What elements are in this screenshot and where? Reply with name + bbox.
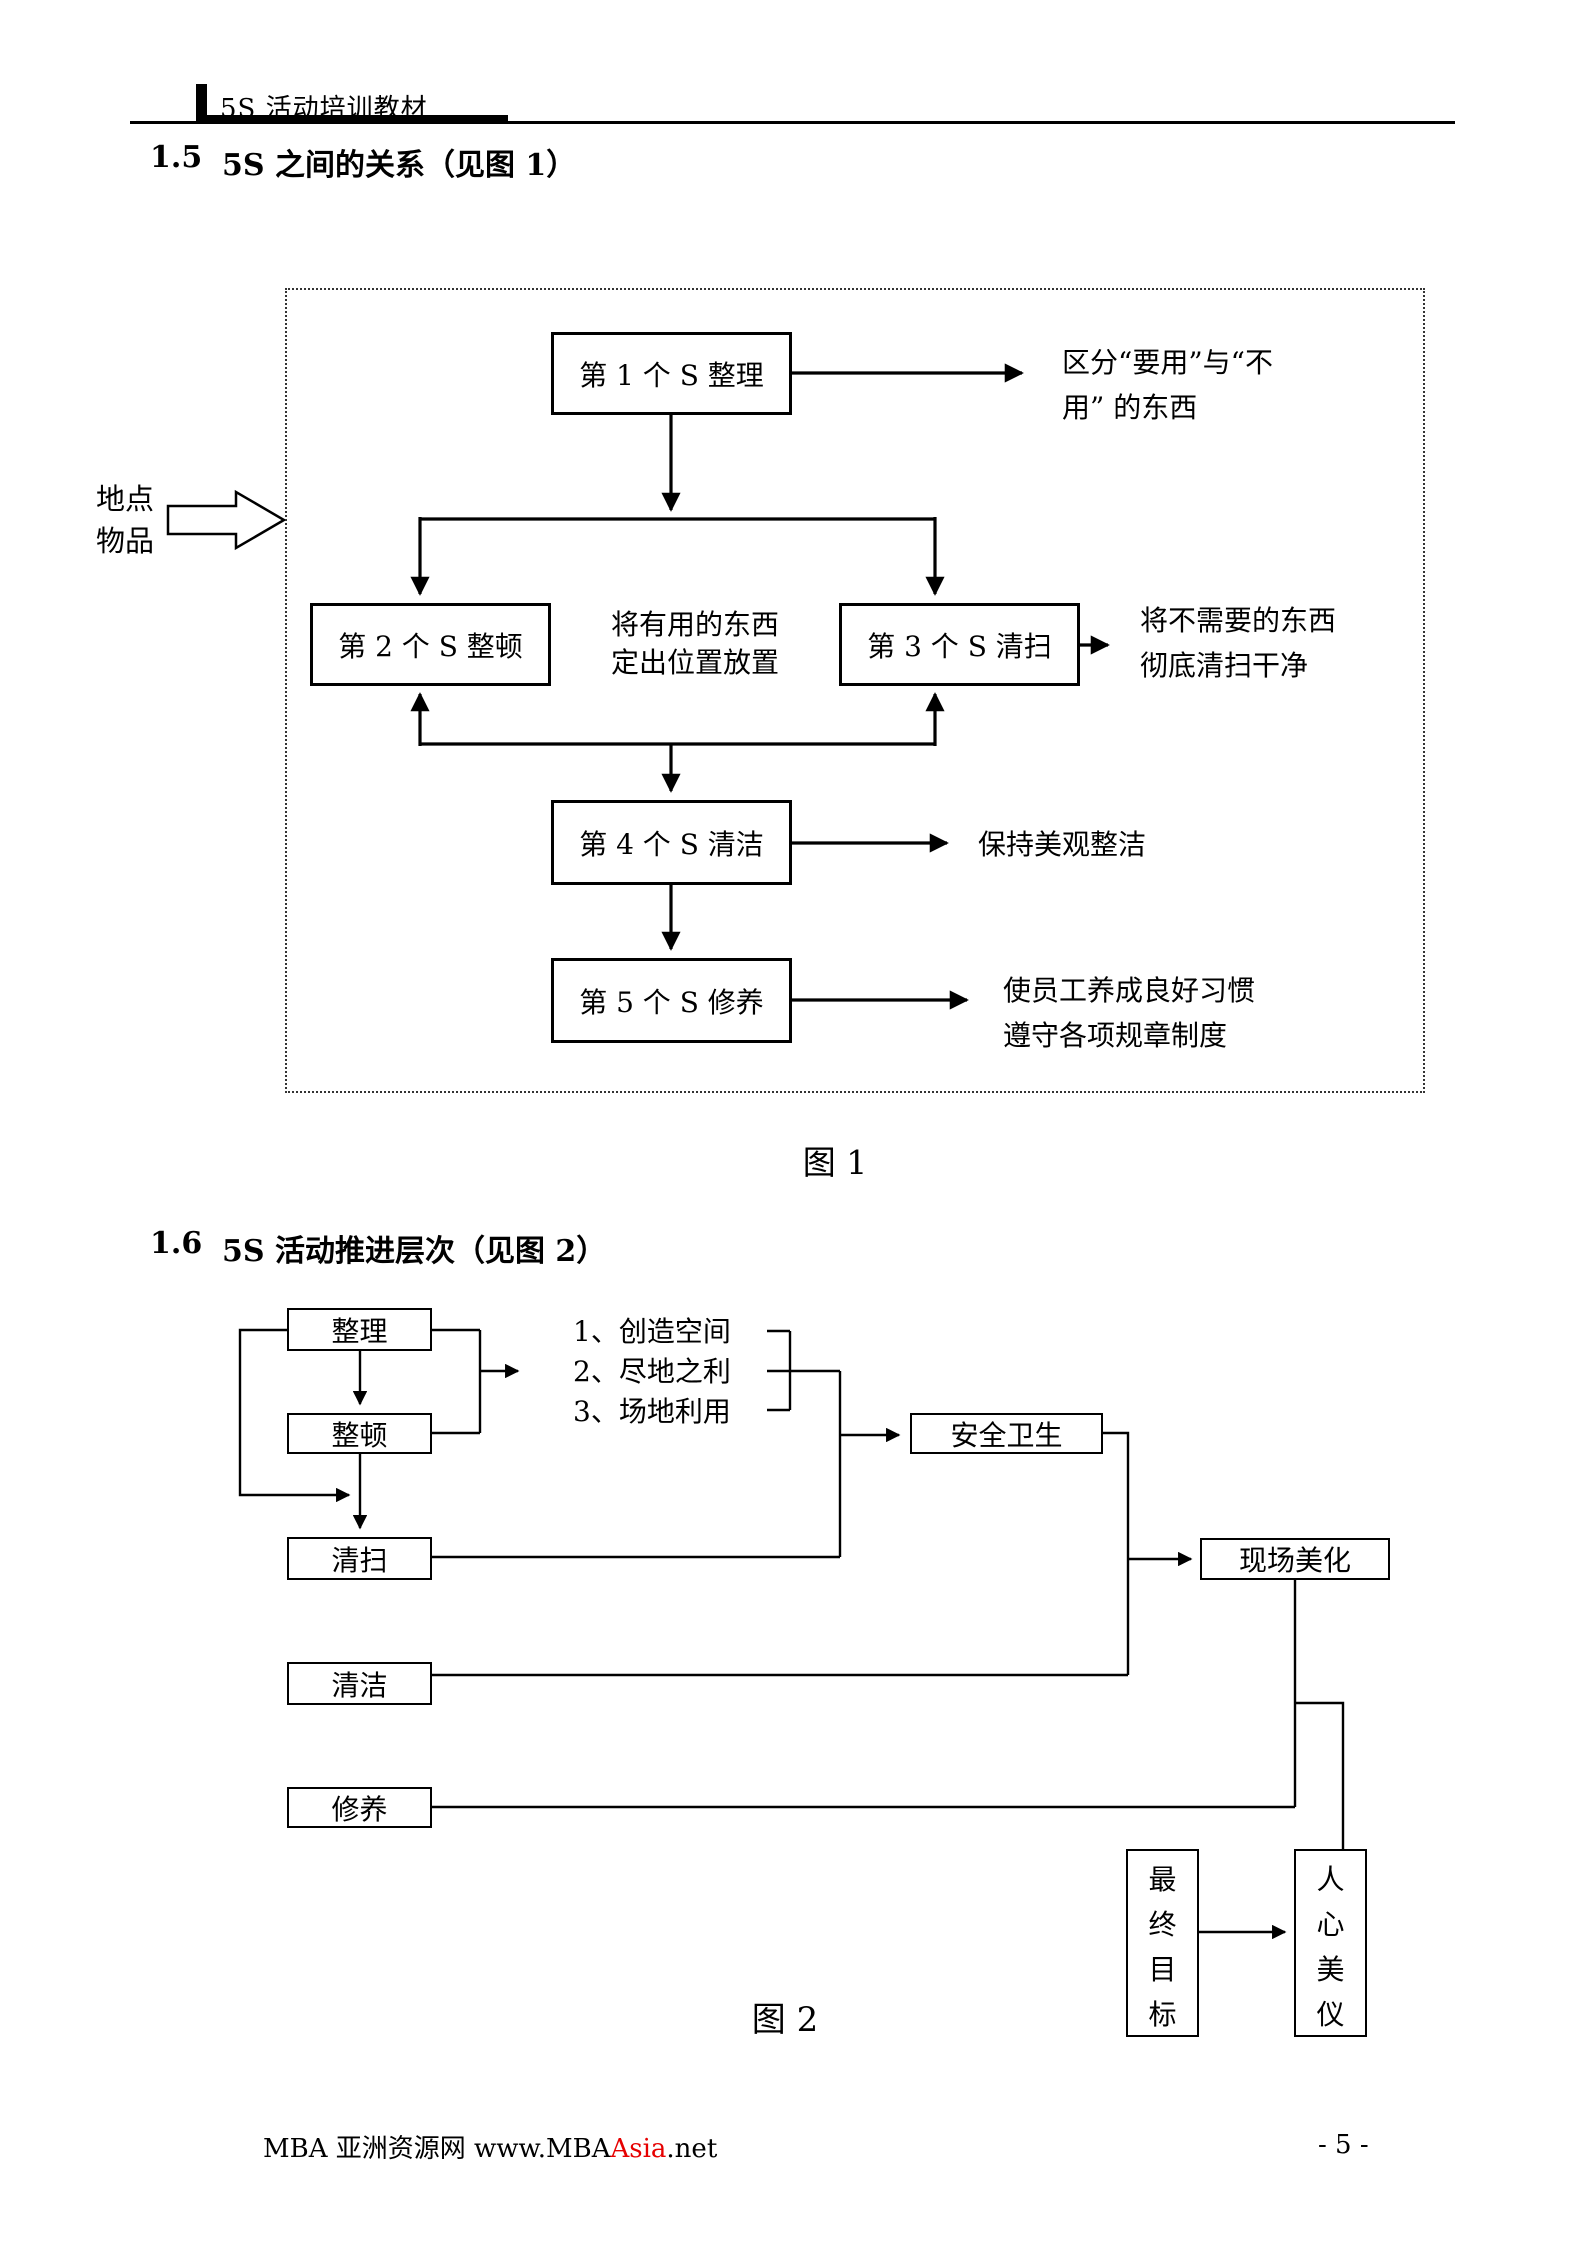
figure2-box-seiso-label: 清扫 (331, 1543, 388, 1577)
figure1-box-s2: 第 2 个 S 整顿 (310, 603, 551, 686)
figure1-middle-note: 将有用的东西 定出位置放置 (585, 606, 805, 682)
figure2-box-shitsuke: 修养 (287, 1787, 432, 1828)
hollow-input-arrow-icon (166, 489, 287, 551)
figure1-dotted-border (285, 288, 1425, 1093)
figure2-box-safety: 安全卫生 (910, 1413, 1103, 1454)
figure1-note-s3-line2: 彻底清扫干净 (1140, 649, 1309, 682)
figure2-box-seiketsu-label: 清洁 (331, 1668, 388, 1702)
figure2-box-beautify-label: 现场美化 (1238, 1544, 1351, 1577)
header-accent-bar (196, 84, 207, 124)
figure1-note-s5-line2: 遵守各项规章制度 (1003, 1019, 1228, 1052)
figure2-box-heart: 人心美仪 (1294, 1849, 1367, 2037)
figure2-box-seiton: 整顿 (287, 1413, 432, 1454)
figure1-side-label: 地点 物品 (96, 478, 154, 562)
section-number: 1.5 (150, 140, 203, 175)
figure2-box-seiso: 清扫 (287, 1537, 432, 1580)
figure1-box-s4: 第 4 个 S 清洁 (551, 800, 792, 885)
section-title: 5S 之间的关系（见图 1） (222, 148, 577, 183)
figure2-box-seiketsu: 清洁 (287, 1662, 432, 1705)
figure2-box-beautify: 现场美化 (1200, 1538, 1390, 1580)
header-underline (196, 115, 508, 124)
footer-brand-text: MBA 亚洲资源网 www.MBA (263, 2134, 611, 2164)
figure2-box-safety-label: 安全卫生 (950, 1418, 1063, 1452)
figure2-box-seiri-label: 整理 (331, 1314, 388, 1348)
figure1-box-s3: 第 3 个 S 清扫 (839, 603, 1080, 686)
figure1-note-s1: 区分“要用”与“不 用” 的东西 (1062, 340, 1273, 430)
header-title: 5S 活动培训教材 (220, 94, 428, 124)
figure1-note-s1-line1: 区分“要用”与“不 (1062, 346, 1273, 379)
figure1-note-s1-line2: 用” 的东西 (1062, 391, 1198, 424)
figure2-benefit-item-2: 2、尽地之利 (573, 1355, 731, 1388)
figure2-box-shitsuke-label: 修养 (331, 1792, 388, 1826)
figure1-caption: 图 1 (802, 1143, 868, 1182)
figure2-box-seiri: 整理 (287, 1308, 432, 1351)
figure2-benefit-list: 1、创造空间 2、尽地之利 3、场地利用 (573, 1312, 731, 1432)
footer-brand-tld: .net (666, 2134, 718, 2164)
footer-brand-highlight: Asia (610, 2134, 667, 2164)
section-number: 1.6 (150, 1226, 203, 1261)
figure1-note-s4: 保持美观整洁 (978, 828, 1147, 861)
figure1-box-s1: 第 1 个 S 整理 (551, 332, 792, 415)
section-heading-1-6: 1.6 5S 活动推进层次（见图 2） (150, 1226, 606, 1270)
figure1-note-s3-line1: 将不需要的东西 (1140, 604, 1337, 637)
figure1-box-s2-label: 第 2 个 S 整顿 (338, 629, 523, 663)
section-heading-1-5: 1.5 5S 之间的关系（见图 1） (150, 140, 576, 184)
figure2-benefit-item-1: 1、创造空间 (573, 1315, 731, 1348)
figure2-box-seiton-label: 整顿 (331, 1418, 388, 1452)
section-title: 5S 活动推进层次（见图 2） (222, 1234, 607, 1269)
figure2-benefit-item-3: 3、场地利用 (573, 1395, 731, 1428)
figure1-note-s3: 将不需要的东西 彻底清扫干净 (1140, 598, 1336, 688)
figure1-note-s5-line1: 使员工养成良好习惯 (1003, 974, 1256, 1007)
figure1-box-s3-label: 第 3 个 S 清扫 (867, 629, 1052, 663)
figure1-box-s4-label: 第 4 个 S 清洁 (579, 827, 764, 861)
figure1-box-s5: 第 5 个 S 修养 (551, 958, 792, 1043)
figure1-box-s1-label: 第 1 个 S 整理 (579, 358, 764, 392)
figure2-box-final-goal: 最终目标 (1126, 1849, 1199, 2037)
figure1-note-s5: 使员工养成良好习惯 遵守各项规章制度 (1003, 968, 1255, 1058)
header-rule (130, 121, 1455, 124)
figure2-box-heart-label: 人心美仪 (1316, 1863, 1345, 2031)
figure1-box-s5-label: 第 5 个 S 修养 (579, 985, 764, 1019)
figure2-caption: 图 2 (751, 2000, 819, 2040)
footer-page-number: - 5 - (1318, 2130, 1369, 2160)
figure1-side-label-line2: 物品 (96, 524, 155, 558)
figure1-side-label-line1: 地点 (96, 482, 155, 516)
figure1-middle-note-line2: 定出位置放置 (610, 646, 779, 679)
figure2-box-final-goal-label: 最终目标 (1148, 1863, 1177, 2031)
figure1-middle-note-line1: 将有用的东西 (610, 608, 779, 641)
footer-brand: MBA 亚洲资源网 www.MBAAsia.net (263, 2128, 717, 2165)
